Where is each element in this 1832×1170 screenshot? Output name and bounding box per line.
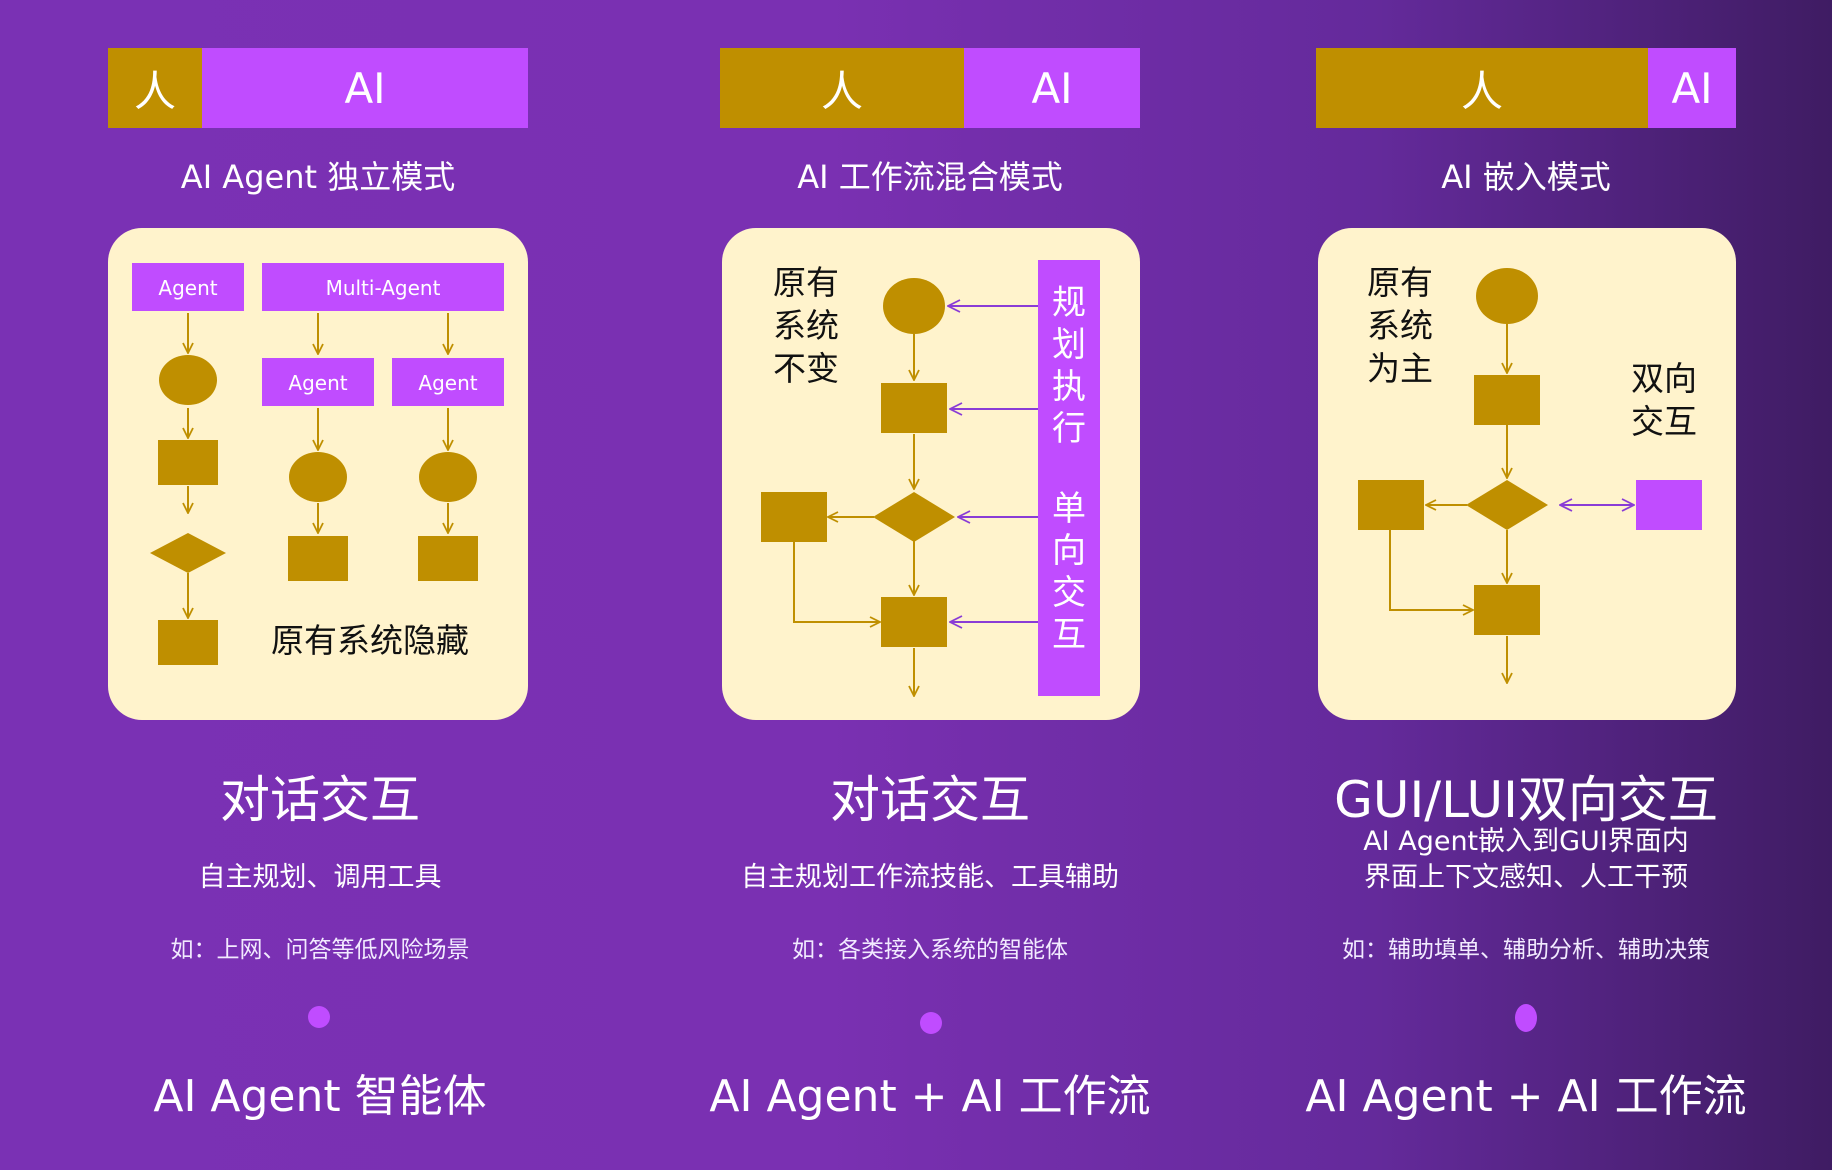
decision-node: [150, 533, 226, 573]
sub-agent-label: Agent: [418, 371, 477, 395]
interaction-type: 对话交互: [830, 771, 1030, 829]
svg-text:系统: 系统: [773, 306, 839, 345]
column-workflow-hybrid: 人 AI AI 工作流混合模式 原有 系统 不变: [620, 0, 1240, 1170]
diagram-panel: 原有 系统 为主 双向 交互: [1318, 228, 1736, 720]
description-line: 自主规划、调用工具: [198, 862, 442, 893]
decision-node: [1466, 480, 1548, 530]
example-text: 如：上网、问答等低风险场景: [170, 937, 470, 963]
agent-box: Agent: [132, 263, 244, 311]
svg-text:双向: 双向: [1631, 359, 1697, 398]
bullet-dot: [1515, 1004, 1537, 1032]
sub-agent-box: Agent: [392, 358, 504, 406]
description-line: 自主规划工作流技能、工具辅助: [741, 862, 1119, 893]
start-node: [1476, 268, 1538, 324]
mode-title: AI 嵌入模式: [1441, 158, 1611, 196]
description-line: AI Agent嵌入到GUI界面内: [1363, 826, 1689, 857]
human-ai-ratio-bar: 人 AI: [1316, 48, 1736, 128]
bullet-dot: [920, 1012, 942, 1034]
ai-control-arrows: [948, 306, 1038, 622]
process-node: [1474, 375, 1540, 425]
svg-text:交: 交: [1052, 573, 1086, 613]
ai-execution-bar: [1038, 260, 1100, 696]
example-text: 如：各类接入系统的智能体: [792, 937, 1068, 963]
footer-label: AI Agent + AI 工作流: [1305, 1071, 1747, 1122]
ai-segment: AI: [964, 48, 1140, 128]
process-node: [881, 597, 947, 647]
sub-agent-label: Agent: [288, 371, 347, 395]
svg-text:规: 规: [1052, 283, 1086, 323]
multi-agent-label: Multi-Agent: [326, 276, 441, 300]
start-node: [419, 452, 477, 502]
start-node: [159, 355, 217, 405]
svg-text:单: 单: [1052, 489, 1086, 529]
svg-text:执: 执: [1052, 367, 1086, 407]
diagram-panel: 原有 系统 不变: [722, 228, 1140, 720]
process-node: [158, 620, 218, 665]
ai-segment: AI: [202, 48, 528, 128]
svg-text:向: 向: [1052, 531, 1086, 571]
multi-agent-box: Multi-Agent: [262, 263, 504, 311]
mode-title: AI 工作流混合模式: [797, 158, 1063, 196]
human-segment: 人: [108, 48, 202, 128]
svg-text:不变: 不变: [773, 349, 839, 388]
svg-text:行: 行: [1052, 409, 1086, 449]
process-node: [881, 383, 947, 433]
svg-text:划: 划: [1052, 325, 1086, 365]
diagram-svg: 原有 系统 为主 双向 交互: [1358, 263, 1702, 720]
flow-arrows: [793, 334, 914, 696]
interaction-type: GUI/LUI双向交互: [1334, 771, 1718, 829]
column-embedded: 人 AI AI 嵌入模式 原有 系统 为主 双向: [1220, 0, 1832, 1170]
svg-text:系统: 系统: [1367, 306, 1433, 345]
sub-agent-box: Agent: [262, 358, 374, 406]
footer-label: AI Agent 智能体: [153, 1071, 487, 1122]
svg-text:交互: 交互: [1631, 402, 1697, 441]
agent-label: Agent: [158, 276, 217, 300]
ai-bar-label: 规 划 执 行 单 向 交 互: [1052, 283, 1086, 655]
diagram-svg: Agent Multi-Agent Agent Agent: [132, 263, 504, 665]
diagram-svg: 原有 系统 不变: [761, 260, 1100, 720]
ai-segment: AI: [1648, 48, 1736, 128]
svg-text:原有: 原有: [1367, 263, 1433, 302]
decision-node: [873, 492, 955, 542]
description-line: 界面上下文感知、人工干预: [1364, 862, 1688, 893]
right-caption: 双向 交互: [1631, 359, 1697, 441]
interaction-type: 对话交互: [220, 771, 420, 829]
human-ai-ratio-bar: 人 AI: [720, 48, 1140, 128]
footer-label: AI Agent + AI 工作流: [709, 1071, 1151, 1122]
diagram-caption: 原有系统隐藏: [271, 621, 469, 660]
svg-text:为主: 为主: [1367, 349, 1433, 388]
process-node: [761, 492, 827, 542]
human-ai-ratio-bar: 人 AI: [108, 48, 528, 128]
svg-text:互: 互: [1052, 615, 1086, 655]
human-segment: 人: [720, 48, 964, 128]
mode-title: AI Agent 独立模式: [180, 158, 456, 196]
left-caption: 原有 系统 不变: [773, 263, 839, 388]
flow-arrows: [1389, 324, 1507, 683]
human-segment: 人: [1316, 48, 1648, 128]
process-node: [1474, 585, 1540, 635]
column-agent-standalone: 人 AI AI Agent 独立模式 Agent Multi-Agent Age…: [0, 0, 640, 1170]
left-caption: 原有 系统 为主: [1367, 263, 1433, 388]
process-node: [288, 536, 348, 581]
ai-node: [1636, 480, 1702, 530]
bullet-dot: [308, 1006, 330, 1028]
start-node: [883, 278, 945, 334]
example-text: 如：辅助填单、辅助分析、辅助决策: [1342, 937, 1710, 963]
process-node: [418, 536, 478, 581]
flow-arrows: [188, 313, 448, 618]
svg-text:原有: 原有: [773, 263, 839, 302]
process-node: [1358, 480, 1424, 530]
diagram-panel: Agent Multi-Agent Agent Agent: [108, 228, 528, 720]
start-node: [289, 452, 347, 502]
process-node: [158, 440, 218, 485]
